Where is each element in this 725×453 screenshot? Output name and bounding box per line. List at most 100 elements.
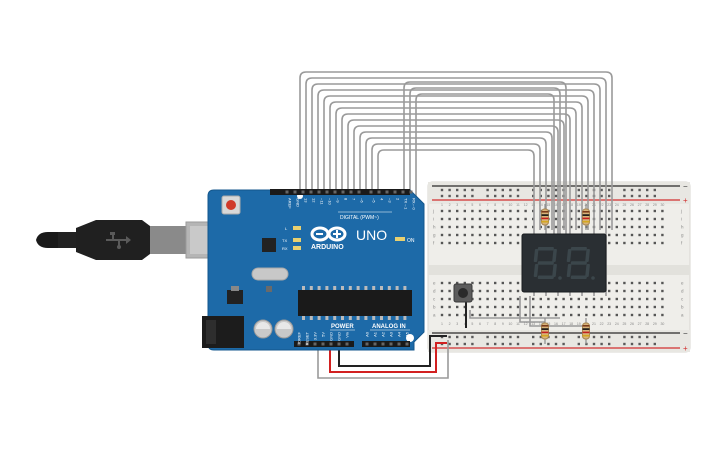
header-pin — [325, 190, 329, 194]
column-number: 6 — [479, 203, 481, 207]
column-number: 9 — [502, 203, 504, 207]
column-number: 27 — [638, 322, 642, 326]
column-number: 10 — [508, 203, 512, 207]
power-wires[interactable] — [317, 300, 467, 379]
reset-button-cap[interactable] — [226, 200, 236, 210]
seven-segment-display[interactable] — [521, 233, 607, 293]
row-letter: b — [681, 305, 684, 310]
column-number: 10 — [508, 322, 512, 326]
digital-header — [270, 189, 410, 195]
arduino-logo — [310, 226, 347, 242]
on-led — [395, 237, 405, 241]
segment — [585, 249, 590, 262]
pin-label: RESET — [305, 331, 310, 345]
column-number: 21 — [592, 322, 596, 326]
usb-plug-shell — [150, 226, 186, 254]
signal-wire — [409, 87, 561, 296]
header-pin — [301, 190, 305, 194]
row-letter: i — [433, 217, 434, 222]
column-number: 19 — [577, 203, 581, 207]
header-pin — [329, 342, 333, 346]
column-number: 22 — [600, 203, 604, 207]
header-pin — [293, 190, 297, 194]
segment — [585, 264, 590, 277]
signal-wire — [371, 143, 541, 230]
column-number: 25 — [622, 203, 626, 207]
push-button[interactable] — [453, 283, 473, 303]
header-pin — [385, 190, 389, 194]
column-number: 29 — [653, 322, 657, 326]
svg-text:RX: RX — [282, 246, 288, 251]
header-pin — [345, 342, 349, 346]
button-signal-wire[interactable] — [317, 340, 449, 379]
row-letter: g — [433, 233, 436, 238]
column-number: 23 — [607, 322, 611, 326]
pin-label: ~3 — [388, 198, 393, 203]
signal-wire — [317, 89, 595, 296]
segment — [566, 249, 572, 262]
header-pin — [337, 342, 341, 346]
column-number: 12 — [524, 203, 528, 207]
resistors[interactable] — [541, 204, 590, 344]
row-letter: j — [432, 209, 434, 214]
column-number: 5 — [471, 322, 473, 326]
header-pin — [333, 190, 337, 194]
pin-label: 12 — [312, 198, 317, 203]
pin-label: A0 — [365, 331, 370, 337]
signal-wire — [329, 101, 583, 296]
column-number: 23 — [607, 203, 611, 207]
signal-wire — [305, 77, 607, 296]
analog-header — [362, 341, 410, 347]
pin-label: ~11 — [320, 198, 325, 205]
decimal-point — [591, 276, 595, 280]
column-number: 3 — [456, 322, 458, 326]
regulator — [227, 290, 243, 304]
column-number: 25 — [622, 322, 626, 326]
column-number: 5 — [471, 203, 473, 207]
crystal-oscillator — [251, 267, 289, 281]
breadboard-holes — [440, 188, 664, 346]
header-pin — [341, 190, 345, 194]
signal-wires[interactable] — [299, 71, 613, 327]
header-pin — [321, 342, 325, 346]
column-number: 22 — [600, 322, 604, 326]
pin-label: 8 — [344, 198, 349, 201]
column-number: 1 — [441, 203, 443, 207]
atmega-chip — [298, 290, 412, 316]
column-number: 2 — [449, 203, 451, 207]
column-number: 24 — [615, 322, 619, 326]
column-number: 4 — [464, 203, 466, 207]
column-number: 4 — [464, 322, 466, 326]
pin-label: A4 — [397, 331, 402, 337]
segment — [533, 249, 539, 262]
column-number: 27 — [638, 203, 642, 207]
pin-label: ~9 — [336, 198, 341, 203]
signal-wire — [359, 131, 553, 230]
segment — [552, 264, 557, 277]
signal-wire — [469, 310, 560, 319]
header-pin — [365, 342, 369, 346]
pin-label: A1 — [373, 331, 378, 337]
segment — [566, 264, 572, 277]
row-letter: b — [433, 305, 436, 310]
pin-label: 7 — [352, 198, 357, 201]
signal-wire — [347, 119, 565, 230]
5v-wire[interactable] — [329, 342, 447, 373]
column-number: 30 — [660, 322, 664, 326]
segment — [537, 261, 554, 265]
signal-wire — [311, 83, 601, 230]
pin-label: ~5 — [372, 198, 377, 203]
header-pin — [405, 342, 409, 346]
column-number: 29 — [653, 203, 657, 207]
segment — [533, 264, 539, 277]
pin-label: 3.3V — [313, 332, 318, 341]
pin-label: GND — [337, 332, 342, 341]
signal-wire — [415, 93, 555, 296]
usb-icon — [106, 232, 131, 249]
pin-label: TX→1 — [404, 198, 409, 210]
pin-label: A3 — [389, 331, 394, 337]
gnd-wire[interactable] — [338, 335, 447, 367]
row-letter: c — [681, 297, 684, 302]
